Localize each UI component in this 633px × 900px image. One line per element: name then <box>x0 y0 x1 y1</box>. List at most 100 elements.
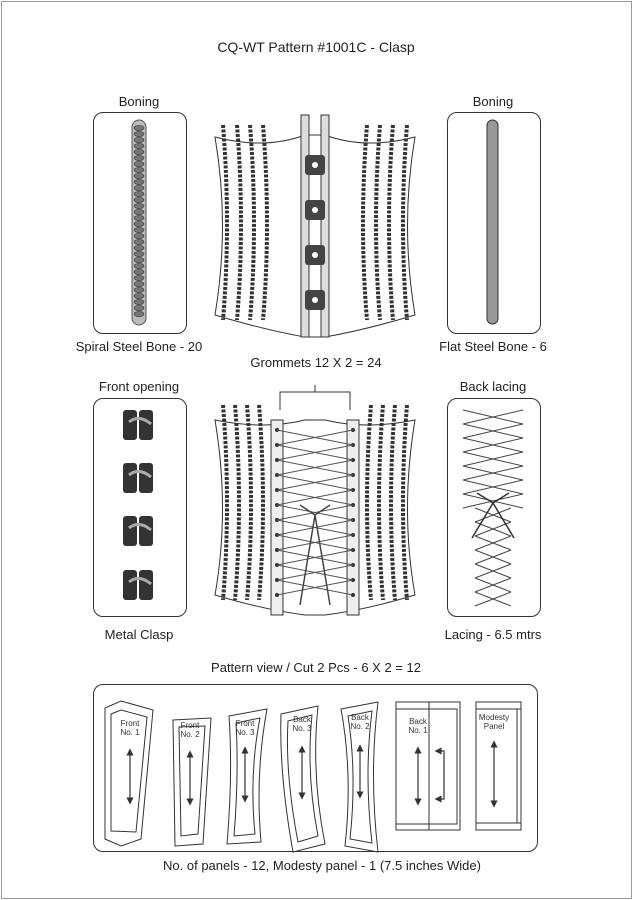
bone-channel <box>261 124 269 321</box>
bone-channel <box>235 124 243 321</box>
panel-number: No. 2 <box>180 730 200 739</box>
spiral-coil <box>133 227 145 233</box>
clasp-half <box>139 516 153 546</box>
panel-label: Back <box>409 717 428 726</box>
spiral-coil <box>133 281 145 287</box>
panel-back-3 <box>280 705 326 853</box>
clasp-half <box>123 410 137 440</box>
flat-bone-caption: Flat Steel Bone - 6 <box>439 339 547 354</box>
spiral-coil <box>133 137 145 143</box>
panel-label: Modesty <box>479 713 509 722</box>
bone-channel <box>377 404 385 601</box>
corset-back-view-icon <box>214 385 416 616</box>
bone-channel <box>361 124 369 321</box>
panel-back-1 <box>395 701 461 831</box>
spiral-coil <box>133 251 145 257</box>
lace-bow <box>471 492 515 539</box>
bone-channel <box>245 404 253 601</box>
flat-bone-box <box>447 112 541 334</box>
bone-channel <box>221 124 229 321</box>
front-opening-heading: Front opening <box>98 379 180 394</box>
flat-steel-bone-icon <box>486 119 499 325</box>
grommets-caption: Grommets 12 X 2 = 24 <box>250 355 382 370</box>
spiral-coil <box>133 257 145 263</box>
spiral-coil <box>133 131 145 137</box>
spiral-coil <box>133 239 145 245</box>
pattern-heading: Pattern view / Cut 2 Pcs - 6 X 2 = 12 <box>211 660 421 675</box>
spiral-coil <box>133 197 145 203</box>
panel-back-2 <box>340 701 379 853</box>
clasp-half <box>123 570 137 600</box>
clasp-half <box>139 410 153 440</box>
boning-right-heading: Boning <box>472 94 514 109</box>
panel-number: No. 1 <box>120 728 140 737</box>
panel-front-3 <box>226 708 268 845</box>
panel-number: No. 3 <box>235 728 255 737</box>
clasp-half <box>139 463 153 493</box>
clasp-half <box>123 463 137 493</box>
lace-bow <box>299 504 331 606</box>
spiral-coil <box>133 203 145 209</box>
bone-channel <box>221 404 229 601</box>
spiral-coil <box>133 125 145 131</box>
bone-channel <box>387 124 395 321</box>
bone-channel <box>401 404 409 601</box>
pattern-box <box>93 684 538 852</box>
panel-number: No. 1 <box>408 726 428 735</box>
spiral-coil <box>133 143 145 149</box>
spiral-coil <box>133 311 145 317</box>
lacing-caption: Lacing - 6.5 mtrs <box>444 627 542 642</box>
spiral-bone-caption: Spiral Steel Bone - 20 <box>75 339 203 354</box>
panel-number: No. 3 <box>292 724 312 733</box>
panel-label: Front <box>236 719 255 728</box>
lacing-box <box>447 398 541 617</box>
bone-channel <box>389 404 397 601</box>
bone-channel <box>365 404 373 601</box>
grommet <box>351 593 355 597</box>
spiral-bone-box <box>93 112 187 334</box>
panel-label: Front <box>121 719 140 728</box>
spiral-steel-bone-icon <box>131 119 147 326</box>
boning-left-heading: Boning <box>118 94 160 109</box>
spiral-coil <box>133 185 145 191</box>
panel-label: Front <box>181 721 200 730</box>
grommet <box>275 593 279 597</box>
clasp-half <box>123 516 137 546</box>
spiral-coil <box>133 287 145 293</box>
modesty-panel <box>475 701 522 831</box>
spiral-coil <box>133 263 145 269</box>
spiral-coil <box>133 167 145 173</box>
panel-label: Back <box>293 715 312 724</box>
panel-label: Back <box>351 713 370 722</box>
bone-channel <box>257 404 265 601</box>
bone-channel <box>401 124 409 321</box>
spiral-coil <box>133 149 145 155</box>
metal-clasp-icon <box>123 410 153 600</box>
clasp-half <box>139 570 153 600</box>
panel-number: Panel <box>484 722 505 731</box>
bone-channel <box>233 404 241 601</box>
metal-clasp-caption: Metal Clasp <box>104 627 174 642</box>
spiral-coil <box>133 275 145 281</box>
spiral-coil <box>133 269 145 275</box>
panels-caption: No. of panels - 12, Modesty panel - 1 (7… <box>163 858 481 873</box>
spiral-coil <box>133 245 145 251</box>
metal-clasp-box <box>93 398 187 617</box>
spiral-coil <box>133 221 145 227</box>
bone-channel <box>248 124 256 321</box>
spiral-coil <box>133 155 145 161</box>
panel-number: No. 2 <box>350 722 370 731</box>
back-lacing-heading: Back lacing <box>459 379 527 394</box>
panel-front-2 <box>172 717 212 847</box>
spiral-coil <box>133 305 145 311</box>
spiral-coil <box>133 209 145 215</box>
spiral-coil <box>133 179 145 185</box>
spiral-coil <box>133 233 145 239</box>
lacing-icon <box>462 409 524 607</box>
panel-front-1 <box>104 700 154 847</box>
spiral-coil <box>133 299 145 305</box>
spiral-coil <box>133 173 145 179</box>
corset-front-view-icon <box>214 114 416 338</box>
